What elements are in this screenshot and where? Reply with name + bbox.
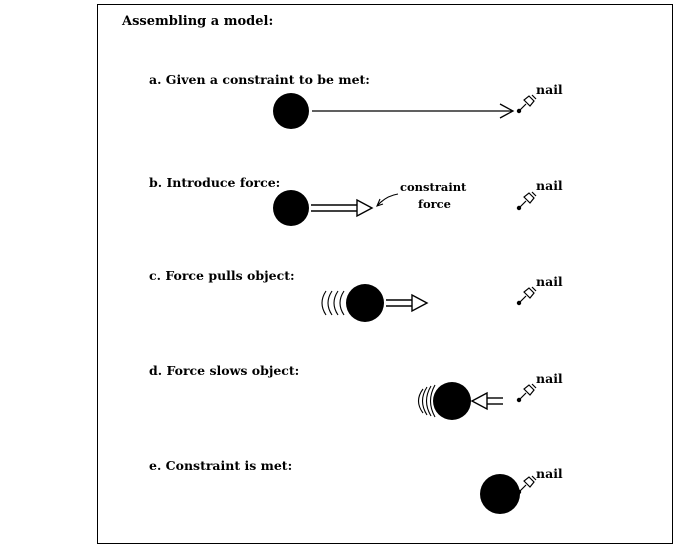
diagram-canvas [273, 93, 537, 514]
figure-title: Assembling a model: [122, 14, 274, 29]
object-ball-e [480, 474, 520, 514]
motion-mark-d-4 [429, 384, 436, 418]
nail-label-e: nail [536, 466, 563, 481]
step-c-graphic [321, 284, 537, 322]
nail-label-b: nail [536, 178, 563, 193]
nail-label-a: nail [536, 82, 563, 97]
constraint-force-label-line2: force [418, 197, 451, 211]
nail-pin-icon-b [516, 191, 537, 211]
nail-pin-icon-d [516, 383, 537, 403]
motion-mark-c-4 [339, 290, 345, 316]
label-pointer-b [377, 193, 399, 206]
figure-frame [97, 4, 673, 544]
nail-pin-icon-a [516, 94, 537, 114]
label-pointer-head-b [376, 198, 384, 207]
step-d-graphic [417, 382, 537, 420]
constraint-force-label-line1: constraint [400, 180, 467, 194]
step-b-graphic [273, 190, 537, 226]
nail-label-d: nail [536, 371, 563, 386]
force-arrowhead-d [470, 391, 488, 411]
nail-pin-icon-c [516, 286, 537, 306]
constraint-arrowhead-a [499, 103, 515, 119]
step-e-caption: e. Constraint is met: [149, 458, 293, 473]
force-arrowhead-b [356, 198, 374, 218]
motion-mark-c-3 [333, 290, 339, 316]
step-d-caption: d. Force slows object: [149, 363, 300, 378]
step-c-caption: c. Force pulls object: [149, 268, 295, 283]
motion-mark-c-1 [321, 290, 327, 316]
nail-label-c: nail [536, 274, 563, 289]
motion-mark-d-3 [425, 385, 432, 417]
step-e-graphic [480, 474, 537, 514]
object-ball-a [273, 93, 309, 129]
motion-mark-d-1 [417, 388, 424, 414]
force-arrowhead-c [411, 293, 429, 313]
motion-mark-d-2 [421, 386, 428, 416]
object-ball-d [433, 382, 471, 420]
motion-mark-c-2 [327, 290, 333, 316]
step-a-graphic [273, 93, 537, 129]
object-ball-b [273, 190, 309, 226]
object-ball-c [346, 284, 384, 322]
step-a-caption: a. Given a constraint to be met: [149, 72, 370, 87]
nail-pin-icon-e [516, 475, 537, 495]
step-b-caption: b. Introduce force: [149, 175, 281, 190]
